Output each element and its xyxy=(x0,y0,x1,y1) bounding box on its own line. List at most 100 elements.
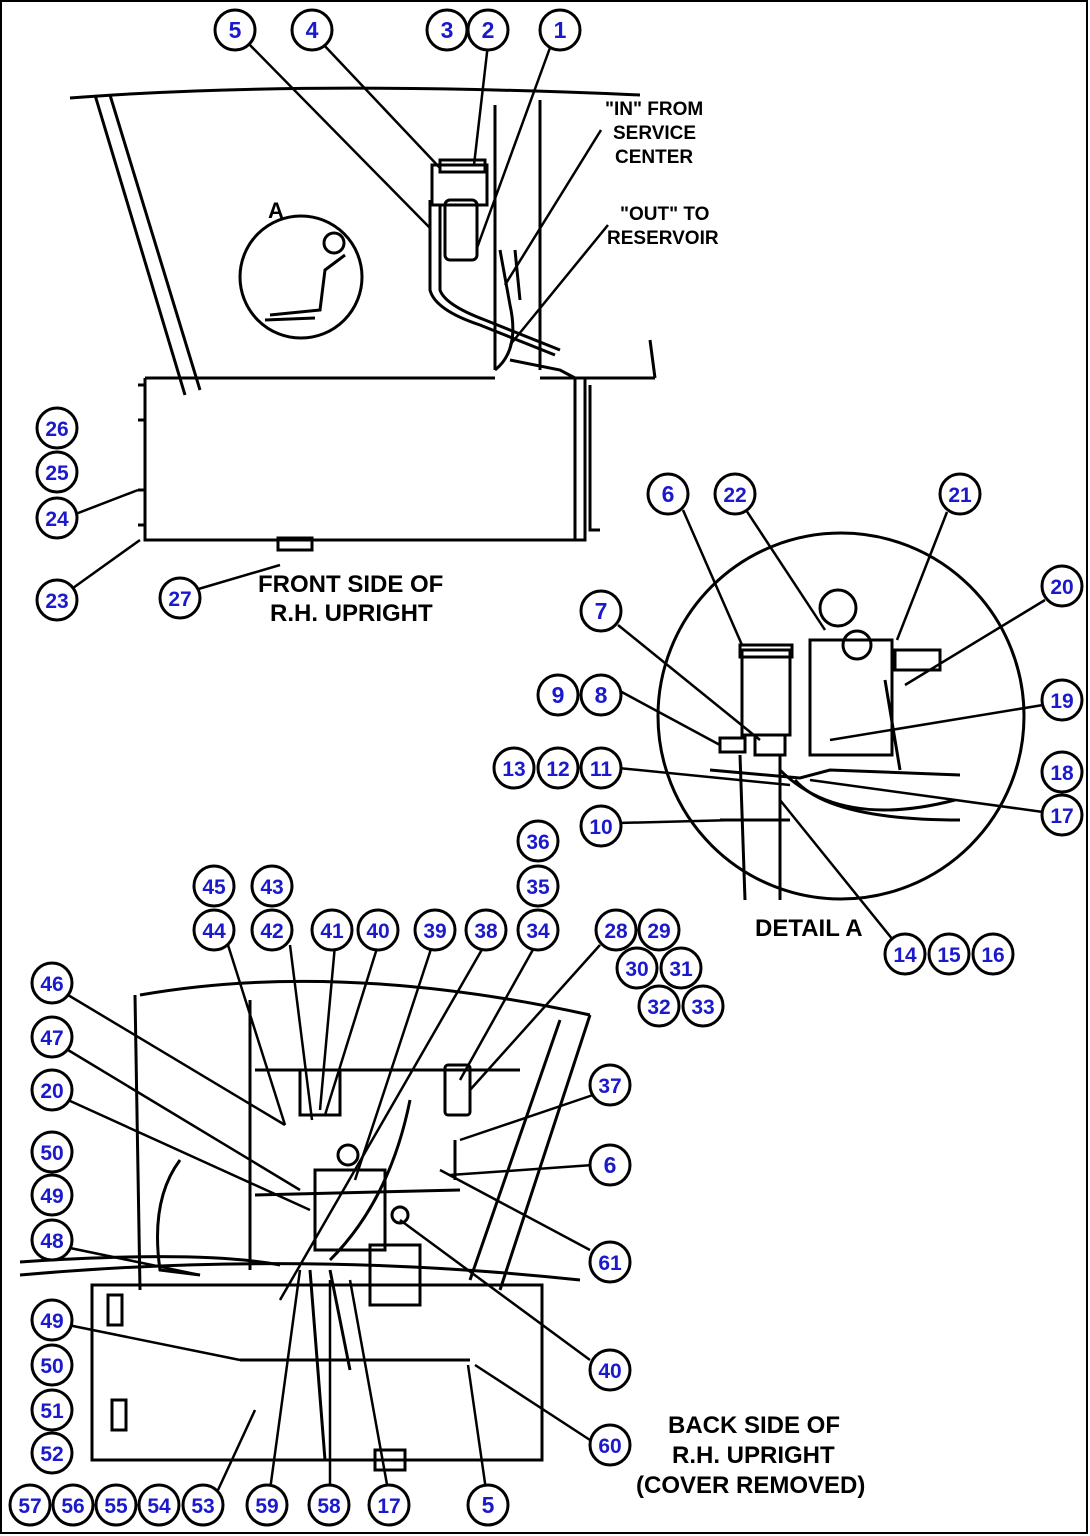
callout-number: 38 xyxy=(474,920,498,943)
callout-number: 33 xyxy=(691,996,714,1019)
callout-number: 49 xyxy=(40,1185,63,1208)
callout-number: 6 xyxy=(604,1152,617,1178)
callout-circle xyxy=(51,1483,95,1527)
in-from-label-line1: "IN" FROM xyxy=(605,99,703,120)
callout-circle xyxy=(883,932,927,976)
callout-54: 54 xyxy=(137,1483,181,1527)
callout-circle xyxy=(310,908,354,952)
callout-number: 49 xyxy=(40,1310,63,1333)
callout-number: 32 xyxy=(647,996,670,1019)
callout-36: 36 xyxy=(516,819,560,863)
callout-55: 55 xyxy=(94,1483,138,1527)
in-from-label-line2: SERVICE xyxy=(613,123,696,144)
callout-number: 5 xyxy=(482,1492,495,1518)
callout-29: 29 xyxy=(637,908,681,952)
callout-28: 28 xyxy=(594,908,638,952)
callout-number: 18 xyxy=(1050,762,1074,785)
callout-circle xyxy=(30,1431,74,1475)
back-side-title-line2: R.H. UPRIGHT xyxy=(672,1442,835,1469)
callout-circle xyxy=(594,908,638,952)
callout-5: 5 xyxy=(466,1483,510,1527)
callout-circle xyxy=(35,406,79,450)
back-side-title-line1: BACK SIDE OF xyxy=(668,1412,840,1439)
callout-circle xyxy=(367,1483,411,1527)
callout-6: 6 xyxy=(646,472,690,516)
callout-number: 50 xyxy=(40,1355,63,1378)
text-labels: "IN" FROM SERVICE CENTER "OUT" TO RESERV… xyxy=(258,99,865,1499)
callout-number: 7 xyxy=(595,598,608,624)
callout-circle xyxy=(516,864,560,908)
callout-circle xyxy=(579,746,623,790)
callout-circle xyxy=(137,1483,181,1527)
callout-circle xyxy=(35,450,79,494)
callout-21: 21 xyxy=(938,472,982,516)
callout-number: 10 xyxy=(589,816,612,839)
callout-56: 56 xyxy=(51,1483,95,1527)
callout-32: 32 xyxy=(637,984,681,1028)
callout-circle xyxy=(1040,678,1084,722)
callout-23: 23 xyxy=(35,578,79,622)
callout-number: 35 xyxy=(526,876,550,899)
callout-38: 38 xyxy=(464,908,508,952)
callout-number: 51 xyxy=(40,1400,64,1423)
back-leader-lines xyxy=(67,944,601,1491)
callout-4: 4 xyxy=(290,8,334,52)
callout-number: 17 xyxy=(377,1495,400,1518)
callout-58: 58 xyxy=(307,1483,351,1527)
callout-circle xyxy=(516,819,560,863)
callout-circle xyxy=(466,1483,510,1527)
callout-30: 30 xyxy=(615,946,659,990)
out-to-label-line1: "OUT" TO xyxy=(620,204,709,225)
callout-5: 5 xyxy=(213,8,257,52)
callout-number: 36 xyxy=(526,831,549,854)
callout-number: 56 xyxy=(61,1495,84,1518)
callout-circle xyxy=(8,1483,52,1527)
callout-42: 42 xyxy=(250,908,294,952)
callout-26: 26 xyxy=(35,406,79,450)
callout-circle xyxy=(681,984,725,1028)
callout-circle xyxy=(938,472,982,516)
in-from-label-line3: CENTER xyxy=(615,147,693,168)
callout-43: 43 xyxy=(250,864,294,908)
front-leader-lines xyxy=(72,39,609,592)
callout-number: 24 xyxy=(45,508,69,531)
callout-number: 40 xyxy=(598,1360,621,1383)
callout-7: 7 xyxy=(579,589,623,633)
callout-19: 19 xyxy=(1040,678,1084,722)
callout-number: 9 xyxy=(552,682,565,708)
callout-circle xyxy=(356,908,400,952)
back-side-drawing xyxy=(19,979,592,1472)
callout-circle xyxy=(30,1388,74,1432)
callout-8: 8 xyxy=(579,673,623,717)
callout-circle xyxy=(516,908,560,952)
callout-12: 12 xyxy=(536,746,580,790)
callout-circle xyxy=(30,1130,74,1174)
callout-number: 48 xyxy=(40,1230,64,1253)
callout-circle xyxy=(588,1348,632,1392)
callout-number: 17 xyxy=(1050,805,1073,828)
callout-circle xyxy=(35,496,79,540)
callout-51: 51 xyxy=(30,1388,74,1432)
callout-50: 50 xyxy=(30,1343,74,1387)
callout-22: 22 xyxy=(713,472,757,516)
callout-circle xyxy=(615,946,659,990)
callout-number: 39 xyxy=(423,920,446,943)
callout-number: 16 xyxy=(981,944,1004,967)
callout-circle xyxy=(181,1483,225,1527)
callout-number: 25 xyxy=(45,462,69,485)
callout-circle xyxy=(927,932,971,976)
callout-number: 31 xyxy=(669,958,693,981)
callout-number: 11 xyxy=(590,758,613,781)
callout-circle xyxy=(192,908,236,952)
callout-10: 10 xyxy=(579,804,623,848)
callout-14: 14 xyxy=(883,932,927,976)
callout-35: 35 xyxy=(516,864,560,908)
callout-circle xyxy=(637,984,681,1028)
callout-circle xyxy=(213,8,257,52)
callout-circle xyxy=(588,1240,632,1284)
back-side-title-line3: (COVER REMOVED) xyxy=(636,1472,865,1499)
